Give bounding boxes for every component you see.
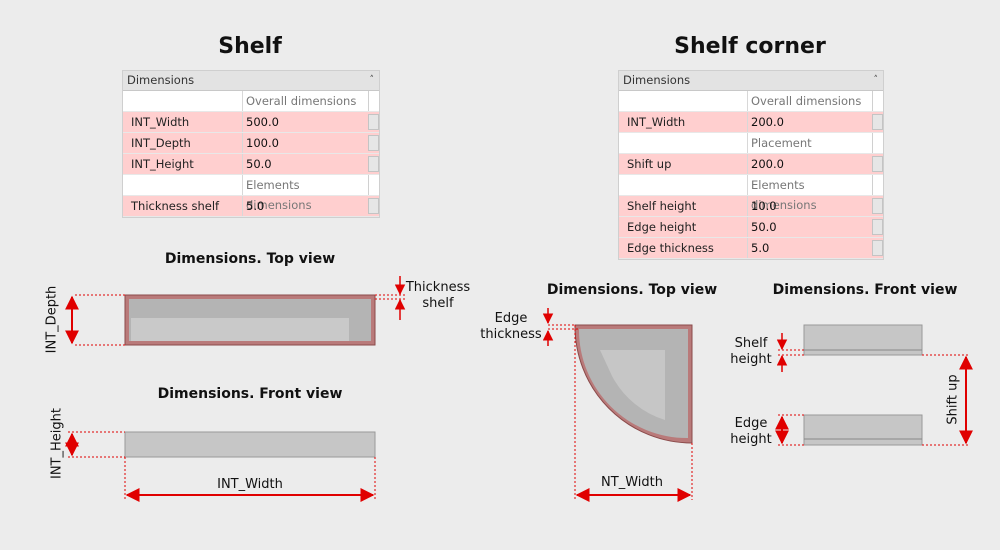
param-name: Thickness shelf: [123, 196, 243, 216]
corner-top-view: [542, 308, 693, 502]
edge-height-line2: height: [730, 432, 772, 447]
param-value[interactable]: 10.0: [751, 199, 777, 213]
corner-title: Shelf corner: [674, 34, 826, 59]
section-row: Overall dimensions: [123, 91, 379, 112]
section-label: Elements dimensions: [246, 178, 312, 212]
shelf-front-view-title: Dimensions. Front view: [157, 386, 343, 402]
panel-header[interactable]: Dimensions ˄: [123, 71, 379, 91]
param-value[interactable]: 500.0: [246, 115, 279, 129]
param-button[interactable]: [368, 156, 379, 172]
corner-top-view-title: Dimensions. Top view: [546, 282, 718, 298]
shelf-height-line2: height: [730, 352, 772, 367]
param-button[interactable]: [368, 135, 379, 151]
param-button[interactable]: [368, 198, 379, 214]
param-value[interactable]: 200.0: [751, 157, 784, 171]
edge-thickness-line2: thickness: [480, 327, 542, 342]
param-name: INT_Height: [123, 154, 243, 174]
shelf-front-view: [65, 431, 376, 502]
shelf-dimensions-panel: Dimensions ˄ Overall dimensions INT_Widt…: [122, 70, 380, 218]
thickness-label-line2: shelf: [422, 296, 454, 311]
param-name: Edge thickness: [619, 238, 748, 258]
shelf-top-view: [65, 276, 406, 346]
param-button[interactable]: [872, 156, 883, 172]
thickness-shelf-label: Thickness shelf: [404, 280, 472, 312]
corner-dimensions-panel: Dimensions ˄ Overall dimensions INT_Widt…: [618, 70, 884, 260]
param-name: INT_Width: [619, 112, 748, 132]
shelf-height-line1: Shelf: [734, 336, 768, 351]
param-button[interactable]: [368, 114, 379, 130]
section-row: Elements dimensions: [123, 175, 379, 212]
section-label: Elements dimensions: [751, 178, 817, 212]
int-width-label: INT_Width: [217, 477, 283, 492]
collapse-icon[interactable]: ˄: [873, 75, 879, 85]
panel-header[interactable]: Dimensions ˄: [619, 71, 883, 91]
section-row: Elements dimensions: [619, 175, 883, 212]
section-row: Placement: [619, 133, 883, 154]
shelf-height-label: Shelf height: [726, 336, 776, 368]
edge-height-line1: Edge: [734, 416, 768, 431]
param-value[interactable]: 5.0: [246, 199, 265, 213]
collapse-icon[interactable]: ˄: [369, 75, 375, 85]
edge-height-label: Edge height: [726, 416, 776, 448]
int-height-label: INT_Height: [49, 408, 65, 479]
section-row: Overall dimensions: [619, 91, 883, 112]
param-name: INT_Width: [123, 112, 243, 132]
param-value[interactable]: 5.0: [751, 241, 770, 255]
param-name: Shift up: [619, 154, 748, 174]
section-label: Overall dimensions: [246, 94, 357, 108]
param-button[interactable]: [872, 219, 883, 235]
thickness-label-line1: Thickness: [405, 280, 471, 295]
corner-front-view: [775, 324, 973, 446]
param-value[interactable]: 50.0: [751, 220, 777, 234]
param-name: INT_Depth: [123, 133, 243, 153]
param-button[interactable]: [872, 240, 883, 256]
shelf-top-view-title: Dimensions. Top view: [164, 251, 336, 267]
edge-thickness-line1: Edge: [494, 311, 528, 326]
param-value[interactable]: 100.0: [246, 136, 279, 150]
param-button[interactable]: [872, 114, 883, 130]
param-name: Edge height: [619, 217, 748, 237]
int-depth-label: INT_Depth: [44, 285, 60, 354]
panel-header-label: Dimensions: [623, 73, 691, 87]
param-name: Shelf height: [619, 196, 748, 216]
panel-header-label: Dimensions: [127, 73, 195, 87]
section-label: Placement: [751, 136, 812, 150]
param-button[interactable]: [872, 198, 883, 214]
shelf-title: Shelf: [218, 34, 282, 59]
section-label: Overall dimensions: [751, 94, 862, 108]
nt-width-label: NT_Width: [601, 475, 663, 490]
shift-up-label: Shift up: [945, 374, 961, 425]
corner-front-view-title: Dimensions. Front view: [772, 282, 958, 298]
edge-thickness-label: Edge thickness: [478, 311, 544, 343]
param-value[interactable]: 50.0: [246, 157, 272, 171]
param-value[interactable]: 200.0: [751, 115, 784, 129]
